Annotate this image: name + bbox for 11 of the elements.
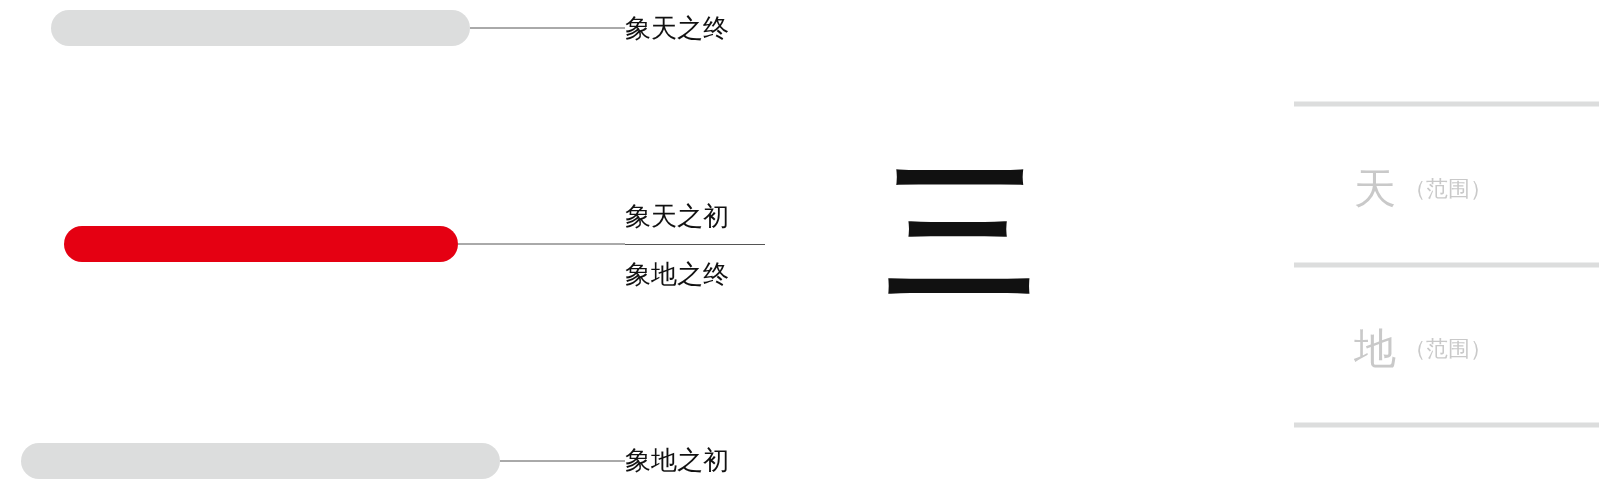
large-character: 三 [886, 150, 1036, 315]
bar-shape [21, 443, 500, 479]
caption-text: 象天之初 [625, 200, 730, 233]
caption-text: 象地之终 [625, 258, 730, 291]
bar-shape [51, 10, 470, 46]
caption-text: 象地之初 [625, 444, 730, 477]
leader-line [469, 27, 626, 29]
caption-text: 象天之终 [625, 12, 730, 45]
bar-shape [64, 226, 458, 262]
leader-line [457, 243, 626, 245]
leader-line [499, 460, 626, 462]
